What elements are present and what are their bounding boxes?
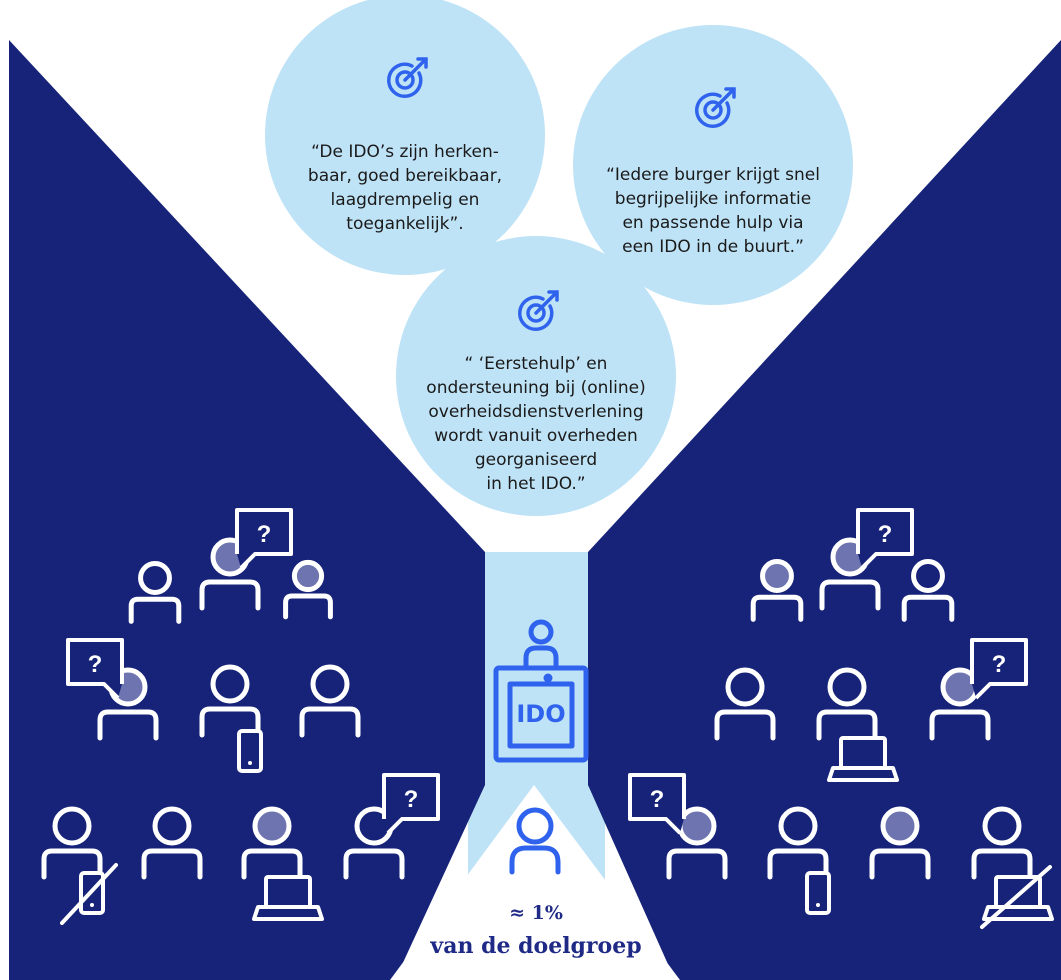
phone-icon (237, 729, 263, 773)
person-icon (283, 559, 333, 620)
target-icon (695, 87, 736, 128)
goal-text-1: “De IDO’s zijn herken- baar, goed bereik… (307, 142, 503, 234)
target-icon (518, 290, 559, 331)
ido-label: IDO (516, 700, 566, 728)
person-icon (971, 806, 1033, 880)
person-icon (141, 806, 203, 880)
person-icon (299, 664, 361, 738)
goal-text-3: “ ‘Eerstehulp’ en ondersteuning bij (onl… (426, 354, 646, 494)
goal-circle-2 (573, 25, 853, 305)
question-bubble-icon: ? (628, 773, 686, 835)
phone-icon (805, 871, 831, 915)
goal-circle-3 (396, 236, 676, 516)
target-icons (387, 57, 736, 331)
person-icon (509, 807, 561, 875)
laptop-icon (252, 875, 324, 921)
svg-text:?: ? (878, 521, 893, 548)
person-icon (41, 806, 103, 880)
person-icon (901, 559, 955, 622)
question-bubble-icon: ? (382, 773, 440, 835)
svg-text:?: ? (257, 521, 272, 548)
person-icon (241, 806, 303, 880)
service-desk-icon (493, 619, 589, 763)
question-bubble-icon: ? (856, 508, 914, 570)
target-icon (387, 57, 428, 98)
reach-wedge (390, 785, 680, 980)
person-icon (816, 667, 878, 741)
svg-text:?: ? (404, 786, 419, 813)
laptop-icon (827, 736, 899, 782)
svg-text:?: ? (88, 651, 103, 678)
reach-caption: van de doelgroep (430, 933, 642, 959)
goal-circle-1 (265, 0, 545, 275)
person-icon (750, 559, 804, 622)
goal-text-2: “Iedere burger krijgt snel begrijpelijke… (606, 165, 820, 257)
person-icon (714, 667, 776, 741)
person-icon (128, 561, 182, 624)
question-bubble-icon: ? (970, 638, 1028, 700)
question-bubble-icon: ? (235, 508, 293, 570)
no-laptop-icon (980, 865, 1054, 929)
reach-percent: ≈ 1% (509, 902, 563, 924)
right-panel (588, 40, 1061, 980)
question-bubble-icon: ? (66, 638, 124, 700)
svg-text:?: ? (992, 651, 1007, 678)
crowd: ?????? (41, 508, 1054, 929)
no-phone-icon (60, 863, 118, 925)
person-icon (767, 806, 829, 880)
person-icon (869, 806, 931, 880)
svg-text:?: ? (650, 786, 665, 813)
person-icon (199, 664, 261, 738)
